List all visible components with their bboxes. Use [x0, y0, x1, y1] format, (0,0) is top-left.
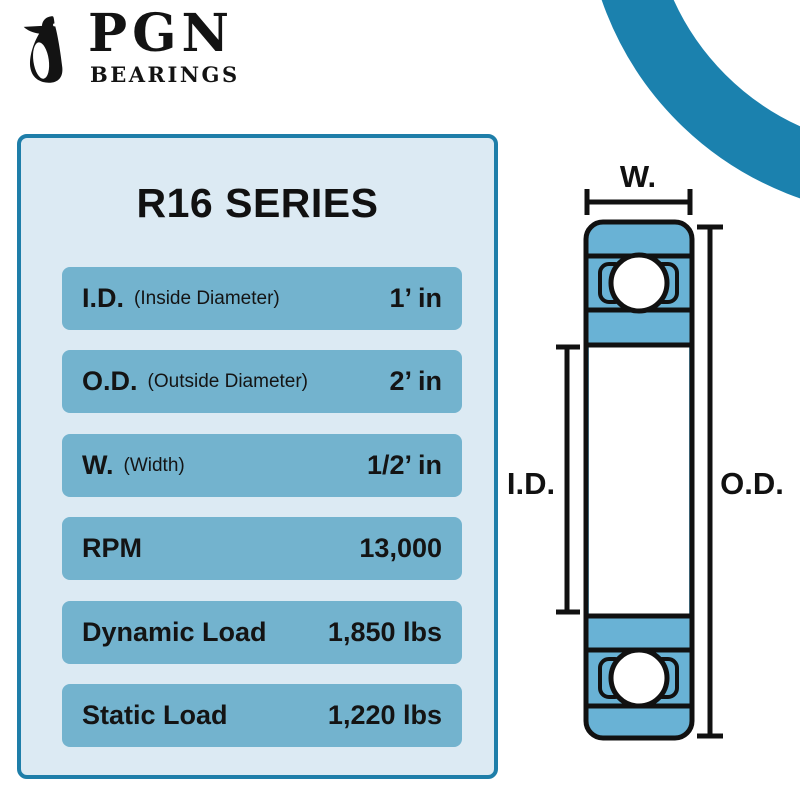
- bearing-diagram: W. I.D. O.D.: [507, 159, 784, 741]
- spec-label: W.: [82, 450, 114, 480]
- card-title: R16 SERIES: [136, 180, 379, 226]
- spec-value: 1/2’ in: [366, 450, 442, 480]
- spec-value: 13,000: [359, 533, 442, 563]
- spec-label: Dynamic Load: [82, 617, 267, 647]
- spec-card: R16 SERIES I.D. (Inside Diameter) 1’ in …: [17, 134, 498, 779]
- penguin-logo-icon: [23, 16, 63, 83]
- bearing-outline: [583, 219, 695, 741]
- spec-sublabel: (Width): [123, 454, 185, 476]
- bearing-ball-bottom: [608, 647, 670, 709]
- outer-diameter-dimension: [697, 224, 723, 739]
- spec-sublabel: (Inside Diameter): [134, 287, 280, 309]
- spec-value: 1,850 lbs: [327, 617, 442, 647]
- width-dimension: [584, 189, 693, 215]
- inner-diameter-dimension: [556, 344, 580, 615]
- spec-row-inside-diameter: I.D. (Inside Diameter) 1’ in: [62, 267, 462, 330]
- inner-diameter-label: I.D.: [507, 466, 555, 501]
- outer-diameter-label: O.D.: [720, 466, 784, 501]
- spec-value: 1’ in: [389, 283, 442, 313]
- spec-row-width: W. (Width) 1/2’ in: [62, 434, 462, 497]
- spec-sublabel: (Outside Diameter): [147, 370, 309, 392]
- spec-label: Static Load: [82, 700, 228, 730]
- width-dimension-label: W.: [620, 159, 656, 194]
- spec-label: I.D.: [82, 283, 125, 313]
- brand-name: PGN: [88, 3, 235, 64]
- spec-row-dynamic-load: Dynamic Load 1,850 lbs: [62, 601, 462, 664]
- brand-tagline: BEARINGS: [90, 62, 240, 87]
- spec-row-static-load: Static Load 1,220 lbs: [62, 684, 462, 747]
- spec-row-rpm: RPM 13,000: [62, 517, 462, 580]
- spec-value: 2’ in: [389, 366, 442, 396]
- spec-value: 1,220 lbs: [327, 700, 442, 730]
- spec-label: RPM: [82, 533, 142, 563]
- spec-label: O.D.: [82, 366, 138, 396]
- bearing-bore: [589, 345, 689, 616]
- spec-row-outside-diameter: O.D. (Outside Diameter) 2’ in: [62, 350, 462, 413]
- bearing-ball-top: [608, 252, 670, 314]
